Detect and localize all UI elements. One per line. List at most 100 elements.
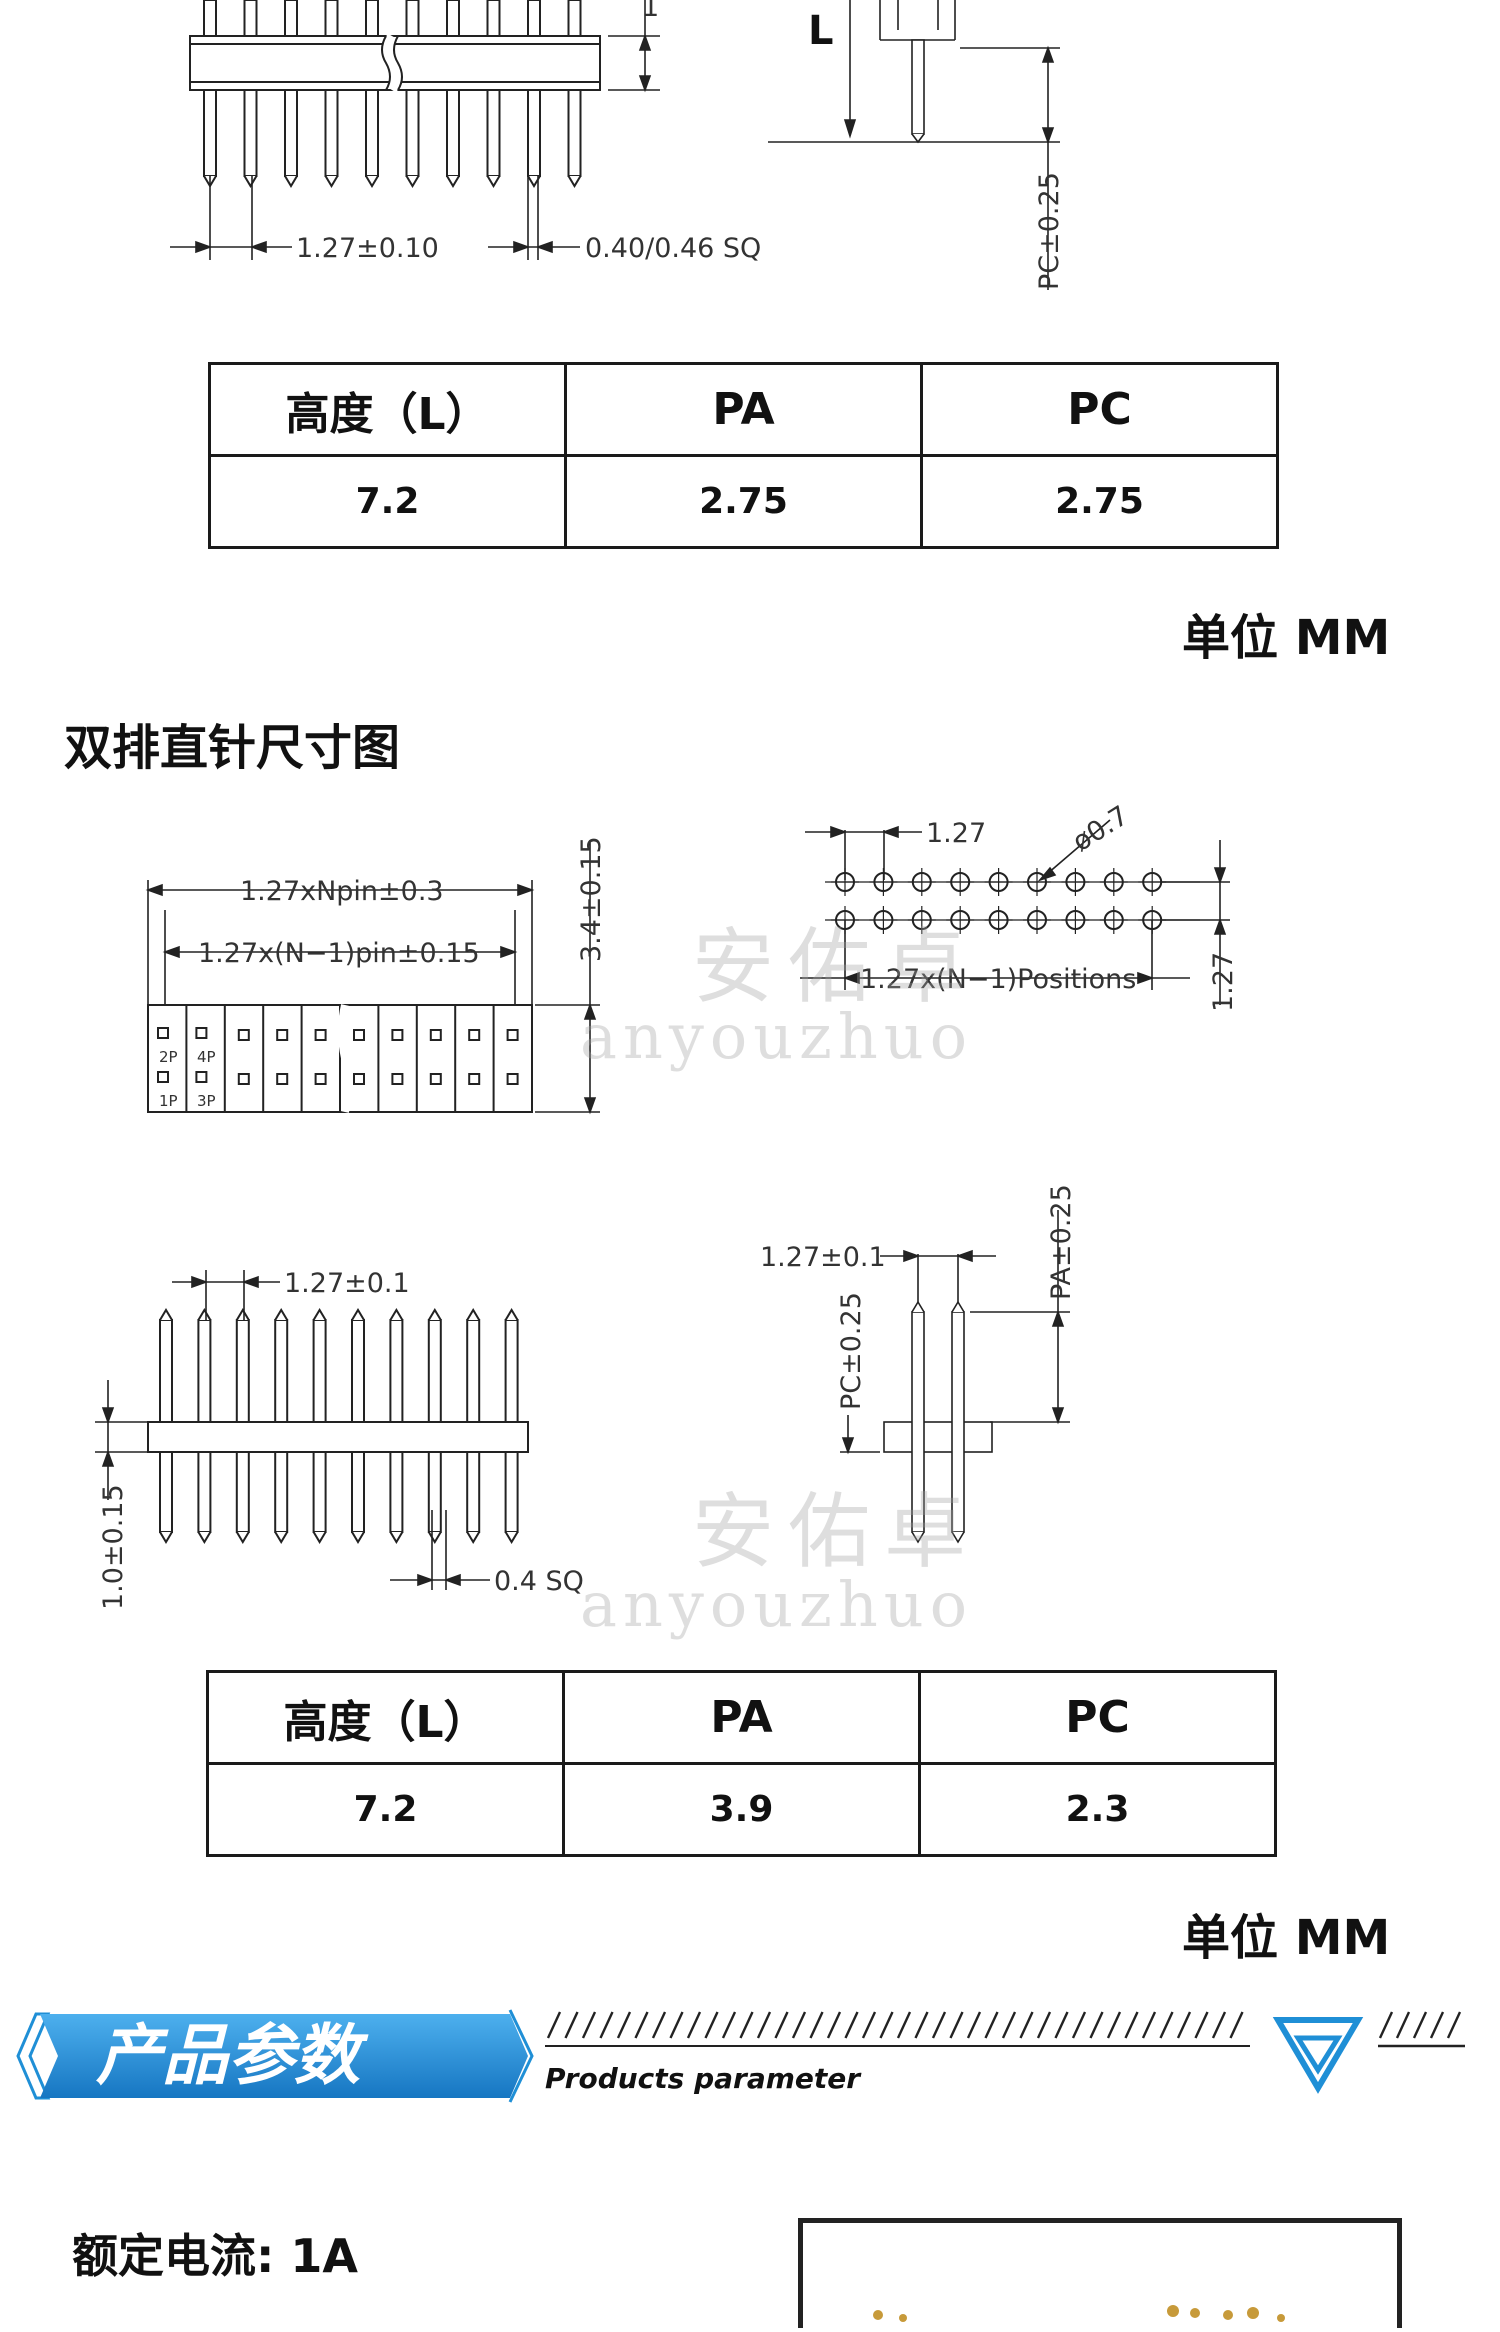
product-photo-frame: [798, 2218, 1402, 2328]
banner-title: 产品参数: [96, 2017, 369, 2094]
hatch-mark: [564, 2011, 579, 2039]
product-photo: [873, 2305, 1285, 2322]
watermark-en-1: anyouzhuo: [580, 1000, 974, 1073]
pin-tip: [365, 175, 379, 188]
cell-hole: [506, 1073, 519, 1085]
hatch-mark: [896, 2011, 912, 2039]
hatch-mark: [931, 2011, 947, 2039]
side-pin-tip: [351, 1531, 365, 1544]
cell-hole: [353, 1073, 365, 1085]
hatch-mark: [634, 2011, 649, 2039]
npin-dim-label: 1.27xNpin±0.3: [240, 876, 444, 907]
cell-hole: [314, 1073, 327, 1085]
positions-dim-label: 1.27x(N−1)Positions: [860, 964, 1136, 995]
table2-header-pa: PA: [562, 1670, 921, 1765]
side-pin-tip: [159, 1531, 173, 1544]
hatch-mark: [686, 2011, 702, 2039]
pin-tip: [324, 175, 339, 188]
table-header-pa: PA: [564, 362, 923, 457]
small-dim-label: 1: [642, 0, 659, 23]
hatch-mark: [739, 2011, 754, 2039]
watermark-cn-2: 安佑卓: [692, 1485, 981, 1580]
table2-value-pa: 3.9: [562, 1762, 921, 1857]
pc-dim-label: PC±0.25: [1034, 172, 1065, 290]
side-pin-tip: [466, 1531, 481, 1544]
pin-lower: [486, 89, 501, 177]
table-header-height: 高度（L）: [208, 362, 567, 457]
pin-upper: [203, 0, 217, 37]
side-pitch-dim-label: 1.27±0.1: [284, 1268, 410, 1299]
table2-value-pc: 2.3: [918, 1762, 1277, 1857]
pin-upper: [527, 0, 541, 37]
pin-upper: [284, 0, 298, 37]
pin-label-1p: 1P: [159, 1092, 178, 1110]
side-pin-tip: [274, 1308, 289, 1321]
hatch-mark: [1194, 2011, 1209, 2039]
hatch-mark: [809, 2011, 824, 2039]
table-value-height: 7.2: [208, 454, 567, 549]
pc-side-dim-label: PC±0.25: [836, 1292, 867, 1410]
cell-hole: [195, 1027, 208, 1039]
cell-hole: [276, 1029, 289, 1041]
npin1-dim-label: 1.27x(N−1)pin±0.15: [198, 938, 480, 969]
hatch-mark: [669, 2011, 684, 2039]
hatch-mark: [1378, 2011, 1394, 2039]
pin-upper: [567, 0, 582, 37]
hatch-mark: [1159, 2011, 1174, 2039]
height-L-label: L: [808, 8, 834, 54]
banner-subtitle: Products parameter: [545, 2062, 862, 2095]
cell-hole: [276, 1073, 289, 1085]
hatch-mark: [879, 2011, 894, 2039]
pin-size-dim-label: 0.40/0.46 SQ: [585, 233, 761, 264]
hatch-mark: [1446, 2011, 1462, 2039]
pin-lower: [203, 89, 217, 177]
double-row-side-drawing: 1.27±0.1 1.0±0.15 0.4 SQ 1.27±0.1 PA±0.2…: [95, 1184, 1077, 1610]
table-value-pc: 2.75: [920, 454, 1279, 549]
hatch-mark: [581, 2011, 597, 2039]
side-pin-tip: [235, 1308, 250, 1321]
cell-hole: [157, 1071, 169, 1083]
pin-tip: [405, 175, 420, 188]
cell-hole: [314, 1029, 327, 1041]
side-pin-tip: [197, 1531, 212, 1544]
row-pitch-dim-label: 1.27: [1208, 952, 1239, 1012]
pitch-dim-label: 1.27±0.10: [296, 233, 439, 264]
cell-hole: [157, 1027, 169, 1039]
pin-lower: [527, 89, 541, 177]
pin-tip: [446, 175, 460, 188]
pin-label-3p: 3P: [197, 1092, 216, 1110]
cell-hole: [429, 1073, 442, 1085]
side-pin-tip: [389, 1531, 404, 1544]
pin-tip: [284, 175, 298, 188]
hatch-mark: [1054, 2011, 1069, 2039]
watermark-en-2: anyouzhuo: [580, 1568, 974, 1641]
hatch-mark: [826, 2011, 842, 2039]
pin-upper: [486, 0, 501, 37]
hole-diameter-dim-label: ø0.7: [1067, 800, 1134, 858]
pin-upper: [243, 0, 258, 37]
hatch-mark: [756, 2011, 772, 2039]
section-banner: 产品参数 Products parameter: [16, 2009, 1465, 2103]
side-pin-tip: [504, 1531, 519, 1544]
hole-pitch-dim-label: 1.27: [926, 818, 986, 849]
hatch-mark: [1106, 2011, 1122, 2039]
pin-upper: [365, 0, 379, 37]
unit-label-2: 单位 MM: [1182, 1910, 1391, 1966]
hatch-mark: [774, 2011, 789, 2039]
hatch-mark: [1429, 2011, 1445, 2039]
hatch-mark: [1395, 2011, 1411, 2039]
hatch-mark: [1089, 2011, 1104, 2039]
watermark-cn-1: 安佑卓: [692, 920, 981, 1015]
pin-upper: [405, 0, 420, 37]
spec-table-double: 高度（L） PA PC 7.2 3.9 2.3: [206, 1670, 1277, 1857]
hatch-mark: [1141, 2011, 1157, 2039]
hatch-mark: [949, 2011, 964, 2039]
cell-hole: [391, 1029, 404, 1041]
cell-hole: [237, 1073, 250, 1085]
hatch-mark: [1412, 2011, 1428, 2039]
table-header-pc: PC: [920, 362, 1279, 457]
hatch-mark: [1019, 2011, 1034, 2039]
hatch-mark: [1229, 2011, 1244, 2039]
cell-hole: [391, 1073, 404, 1085]
side-view-pitch-dim-label: 1.27±0.1: [760, 1242, 886, 1273]
